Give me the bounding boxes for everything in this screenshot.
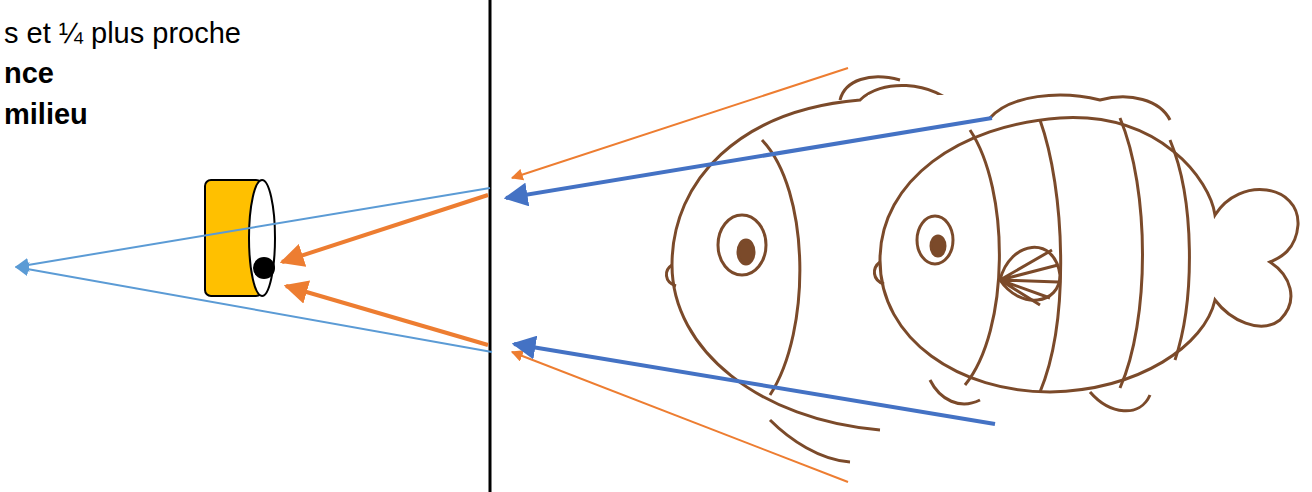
light-ray <box>512 68 848 178</box>
fish-image <box>874 95 1298 411</box>
caption-text: nce <box>4 56 54 91</box>
caption-text: s et ¼ plus proche <box>4 16 241 51</box>
extended-ray <box>16 188 490 267</box>
apparent-ray <box>506 118 992 198</box>
camera-symbol <box>205 180 275 296</box>
caption-text: milieu <box>4 97 88 132</box>
light-ray <box>286 286 488 345</box>
extended-ray <box>16 267 492 352</box>
interface-line <box>489 0 492 492</box>
apparent-ray <box>514 344 995 424</box>
